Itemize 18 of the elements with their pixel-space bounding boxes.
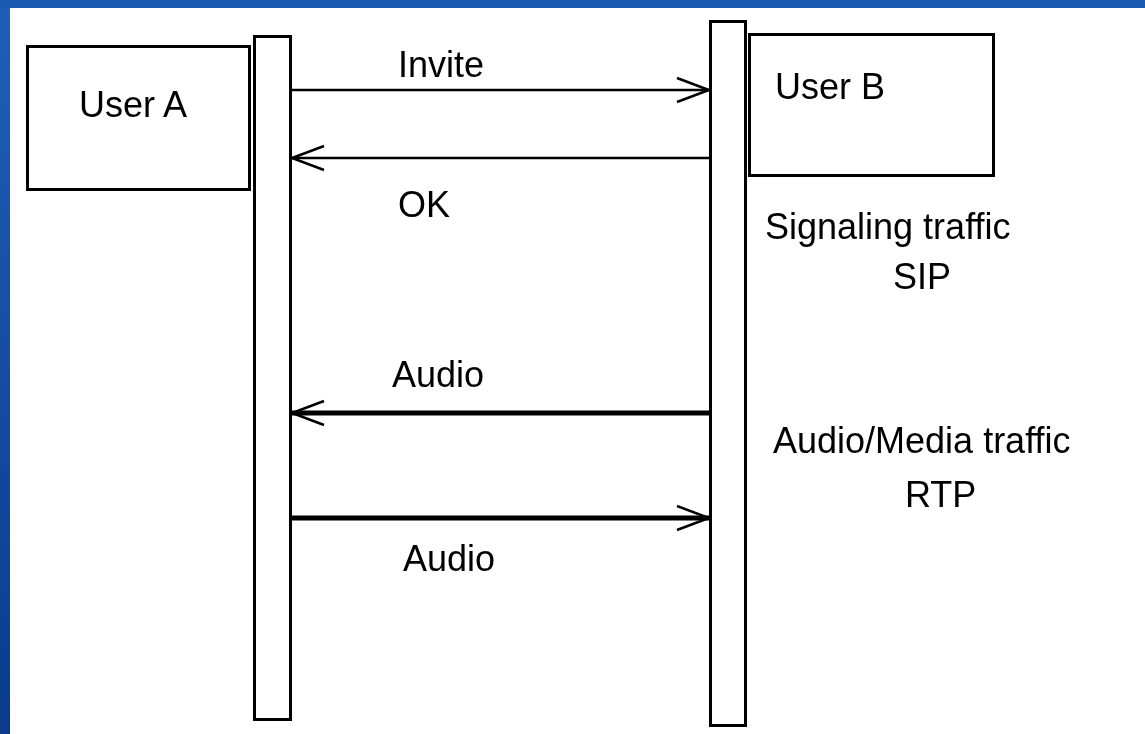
actor-box [748,33,995,177]
edge-label: Audio [403,538,496,580]
actor-name: User A [79,84,188,126]
lifeline-bar [709,20,747,727]
note-text: Signaling traffic [765,206,1011,248]
message-arrow [292,504,711,532]
message-arrow [290,144,709,172]
actor-box [26,45,251,191]
message-arrow [290,399,709,427]
note-text: RTP [905,474,977,516]
edge-label: OK [398,184,450,226]
note-text: SIP [893,256,952,298]
edge-label: Audio [392,354,485,396]
note-text: Audio/Media traffic [773,420,1071,462]
lifeline-bar [253,35,292,721]
actor-name: User B [775,66,886,108]
edge-label: Invite [398,44,485,86]
message-arrow [292,76,711,104]
